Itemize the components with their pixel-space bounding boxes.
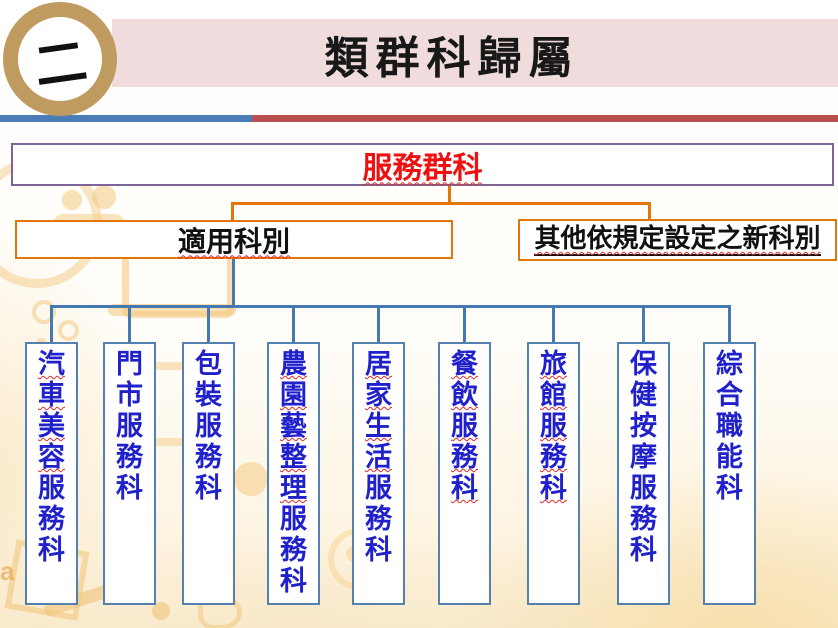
- dept-char: 科: [630, 535, 657, 565]
- dept-char: 園: [280, 380, 307, 410]
- dept-char: 家: [365, 380, 392, 410]
- watermark-letter: a: [0, 556, 15, 586]
- root-node-service-group: 服務群科: [11, 143, 834, 186]
- dept-char: 服: [451, 411, 478, 441]
- dept-char: 科: [451, 473, 478, 503]
- dept-char: 居: [365, 349, 392, 379]
- dept-char: 服: [38, 473, 65, 503]
- connector-line: [463, 305, 466, 343]
- header-divider-blue: [0, 115, 252, 122]
- people-doodle-icon: [92, 185, 116, 209]
- dept-char: 美: [38, 411, 65, 441]
- dept-char: 務: [195, 442, 222, 472]
- dept-char: 裝: [195, 380, 222, 410]
- dept-char: 按: [630, 411, 657, 441]
- connector-line: [448, 183, 451, 204]
- dept-char: 包: [195, 349, 222, 379]
- connector-line: [51, 305, 731, 308]
- dept-char: 務: [280, 535, 307, 565]
- dept-char: 務: [630, 504, 657, 534]
- dept-char: 容: [38, 442, 65, 472]
- title-banner: [112, 19, 838, 87]
- connector-line: [648, 202, 651, 220]
- dept-char: 職: [716, 411, 743, 441]
- dept-char: 科: [365, 535, 392, 565]
- dept-char: 活: [365, 442, 392, 472]
- section-number-badge: 二: [3, 2, 117, 116]
- people-doodle-icon: [62, 190, 82, 210]
- dept-char: 服: [540, 411, 567, 441]
- dept-char: 服: [116, 411, 143, 441]
- dept-char: 門: [116, 349, 143, 379]
- dept-char: 車: [38, 380, 65, 410]
- connector-line: [231, 202, 651, 205]
- dept-box: 汽車美容服務科: [25, 342, 78, 605]
- molecule-doodle-icon: [58, 320, 79, 341]
- dept-box: 門市服務科: [103, 342, 156, 605]
- branch-node-applicable: 適用科別: [15, 220, 453, 259]
- dept-box: 保健按摩服務科: [617, 342, 670, 605]
- connector-line: [232, 256, 235, 308]
- dept-char: 服: [280, 504, 307, 534]
- dept-char: 務: [38, 504, 65, 534]
- dept-char: 飲: [451, 380, 478, 410]
- dept-char: 農: [280, 349, 307, 379]
- dept-char: 務: [451, 442, 478, 472]
- dept-char: 整: [280, 442, 307, 472]
- section-number: 二: [31, 33, 91, 97]
- dept-char: 服: [365, 473, 392, 503]
- dept-char: 生: [365, 411, 392, 441]
- dept-char: 餐: [451, 349, 478, 379]
- dept-char: 摩: [630, 442, 657, 472]
- dept-char: 市: [116, 380, 143, 410]
- connector-line: [552, 305, 555, 343]
- dept-char: 汽: [38, 349, 65, 379]
- dot-doodle: [234, 462, 268, 496]
- dept-char: 科: [116, 473, 143, 503]
- connector-line: [377, 305, 380, 343]
- dept-char: 服: [630, 473, 657, 503]
- dept-char: 科: [716, 473, 743, 503]
- dept-char: 能: [716, 442, 743, 472]
- branch-node-applicable-label: 適用科別: [177, 225, 290, 257]
- branch-node-other-label: 其他依規定設定之新科別: [534, 223, 821, 256]
- page-title: 類群科歸屬: [324, 34, 580, 83]
- dept-box: 居家生活服務科: [352, 342, 405, 605]
- dept-char: 科: [195, 473, 222, 503]
- connector-line: [207, 305, 210, 343]
- dept-char: 務: [365, 504, 392, 534]
- root-node-label: 服務群科: [362, 151, 483, 185]
- connector-line: [642, 305, 645, 343]
- dept-char: 務: [116, 442, 143, 472]
- dept-char: 館: [540, 380, 567, 410]
- dept-char: 服: [195, 411, 222, 441]
- dept-box: 農園藝整理服務科: [267, 342, 320, 605]
- connector-line: [128, 305, 131, 343]
- dept-char: 科: [540, 473, 567, 503]
- dept-char: 科: [38, 535, 65, 565]
- connector-line: [50, 305, 53, 343]
- connector-line: [231, 202, 234, 221]
- dept-char: 理: [280, 473, 307, 503]
- dept-char: 合: [716, 380, 743, 410]
- dept-box: 包裝服務科: [182, 342, 235, 605]
- connector-line: [292, 305, 295, 343]
- dept-box: 旅館服務科: [527, 342, 580, 605]
- dept-char: 保: [630, 349, 657, 379]
- dept-char: 旅: [540, 349, 567, 379]
- branch-node-other: 其他依規定設定之新科別: [518, 219, 837, 261]
- dept-char: 綜: [716, 349, 743, 379]
- dept-char: 科: [280, 566, 307, 596]
- header-divider-red: [252, 115, 838, 122]
- connector-line: [728, 305, 731, 343]
- dept-char: 務: [540, 442, 567, 472]
- dept-box: 綜合職能科: [703, 342, 756, 605]
- dept-box: 餐飲服務科: [438, 342, 491, 605]
- dept-char: 藝: [280, 411, 307, 441]
- dept-char: 健: [630, 380, 657, 410]
